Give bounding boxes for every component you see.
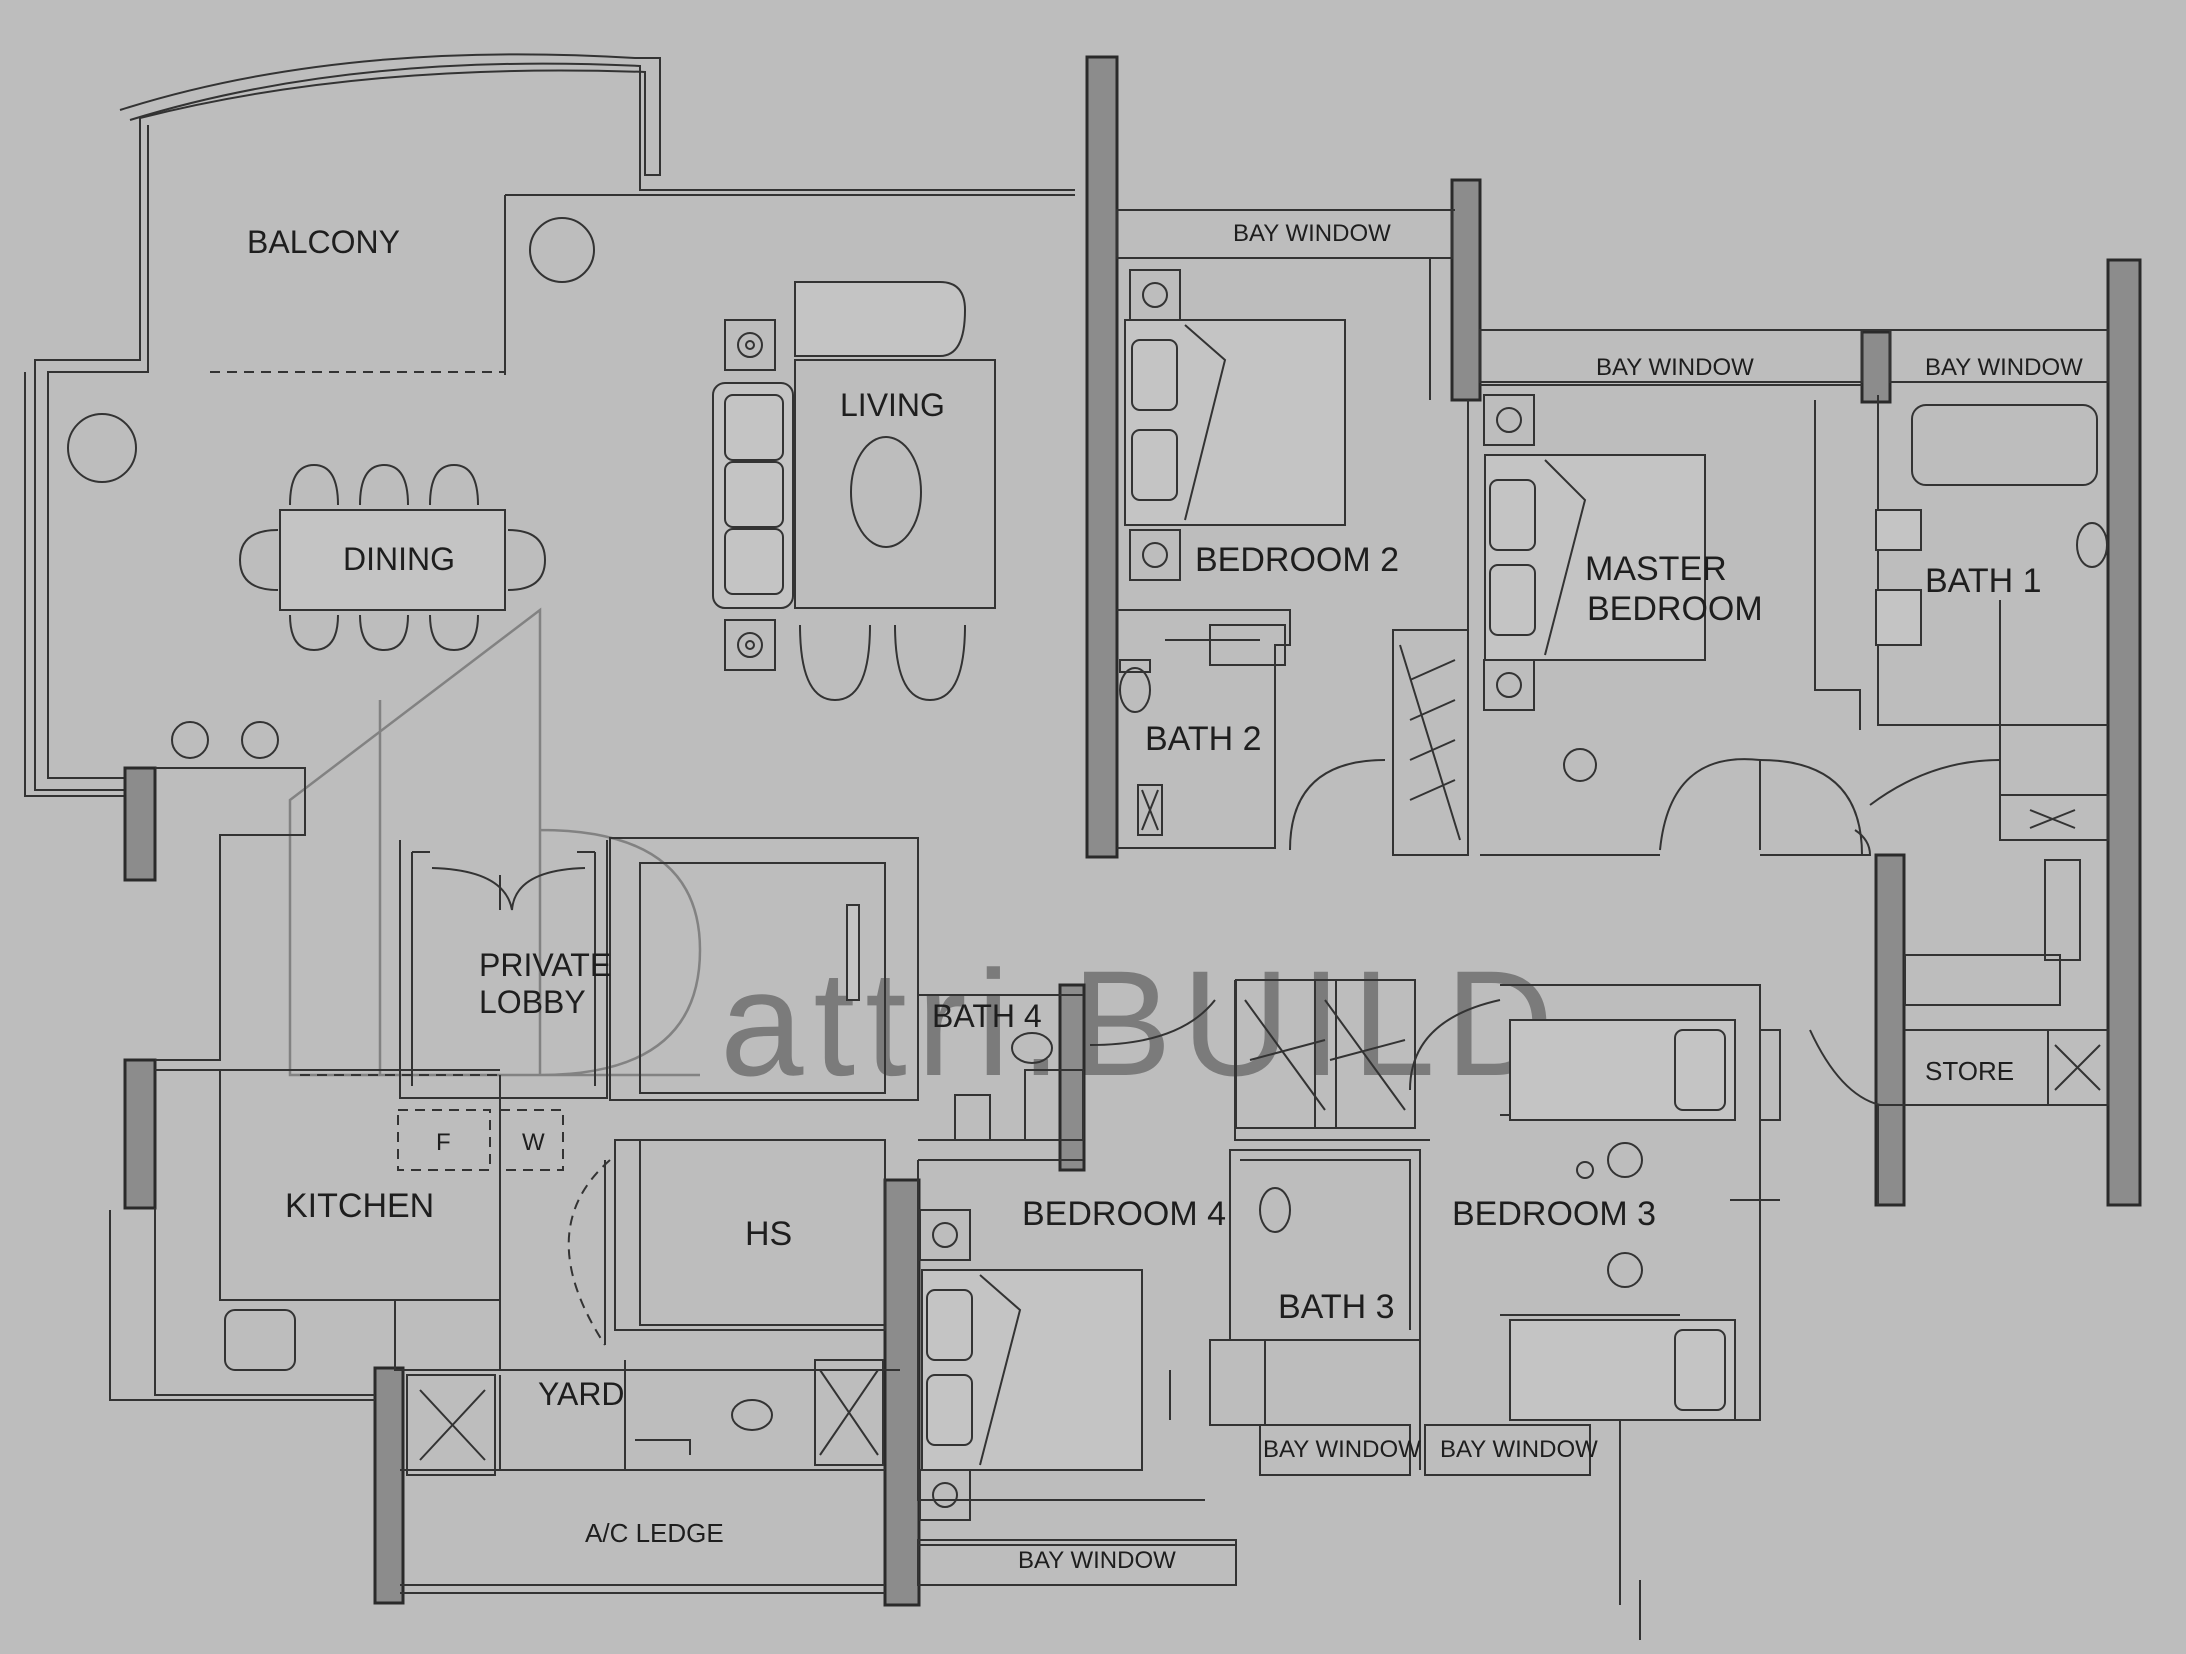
bay-window-bedroom3: BAY WINDOW	[1440, 1436, 1598, 1463]
label-bath3: BATH 3	[1278, 1288, 1395, 1326]
coffee-table	[850, 436, 922, 548]
bed-bedroom2	[1124, 319, 1346, 526]
label-dining: DINING	[343, 541, 455, 577]
planter-icon	[529, 217, 595, 283]
bay-window-labels: BAY WINDOW BAY WINDOW BAY WINDOW BAY WIN…	[1018, 220, 2083, 1574]
washer-label: W	[522, 1129, 545, 1156]
label-bedroom4: BEDROOM 4	[1022, 1195, 1226, 1233]
doors	[431, 758, 2001, 1420]
bed-master	[1484, 454, 1706, 661]
label-living: LIVING	[840, 387, 945, 423]
label-bath2: BATH 2	[1145, 720, 1262, 758]
washer-box	[499, 1109, 564, 1171]
label-master-line1: MASTER	[1585, 550, 1727, 588]
armchair	[794, 281, 967, 357]
label-master-line2: BEDROOM	[1587, 590, 1763, 628]
dining-table	[279, 509, 506, 611]
room-labels: BALCONY LIVING DINING BEDROOM 2 MASTER B…	[247, 224, 2042, 1548]
label-private-lobby-1: PRIVATE	[479, 947, 611, 983]
interior-walls	[109, 209, 2109, 1640]
bay-window-bedroom2: BAY WINDOW	[1233, 220, 1391, 247]
appliances: F W	[397, 784, 1163, 1171]
bed-bedroom4	[921, 1269, 1143, 1471]
fridge-box	[397, 1109, 491, 1171]
bay-window-bath3: BAY WINDOW	[1263, 1436, 1421, 1463]
label-bath4: BATH 4	[932, 998, 1042, 1034]
watermark: attri.BUILD	[288, 607, 1554, 1107]
label-balcony: BALCONY	[247, 224, 400, 260]
bed-bedroom3-b	[1509, 1319, 1736, 1421]
label-yard: YARD	[538, 1376, 625, 1412]
planter-icon	[67, 413, 137, 483]
bay-window-master: BAY WINDOW	[1596, 354, 1754, 381]
label-hs: HS	[745, 1215, 792, 1253]
sofa	[712, 382, 794, 609]
label-store: STORE	[1925, 1056, 2014, 1086]
bay-window-bedroom4: BAY WINDOW	[1018, 1547, 1176, 1574]
bay-window-bath1: BAY WINDOW	[1925, 354, 2083, 381]
watermark-logo	[288, 607, 702, 1077]
fridge-label: F	[436, 1129, 451, 1156]
label-ac-ledge: A/C LEDGE	[585, 1518, 724, 1548]
label-kitchen: KITCHEN	[285, 1187, 434, 1225]
label-bedroom3: BEDROOM 3	[1452, 1195, 1656, 1233]
exterior-walls	[24, 53, 1075, 797]
label-private-lobby-2: LOBBY	[479, 984, 586, 1020]
structural-columns	[123, 55, 2142, 1607]
label-bath1: BATH 1	[1925, 562, 2042, 600]
furniture	[67, 217, 2108, 1521]
bed-bedroom3-a	[1509, 1019, 1736, 1121]
label-bedroom2: BEDROOM 2	[1195, 541, 1399, 579]
